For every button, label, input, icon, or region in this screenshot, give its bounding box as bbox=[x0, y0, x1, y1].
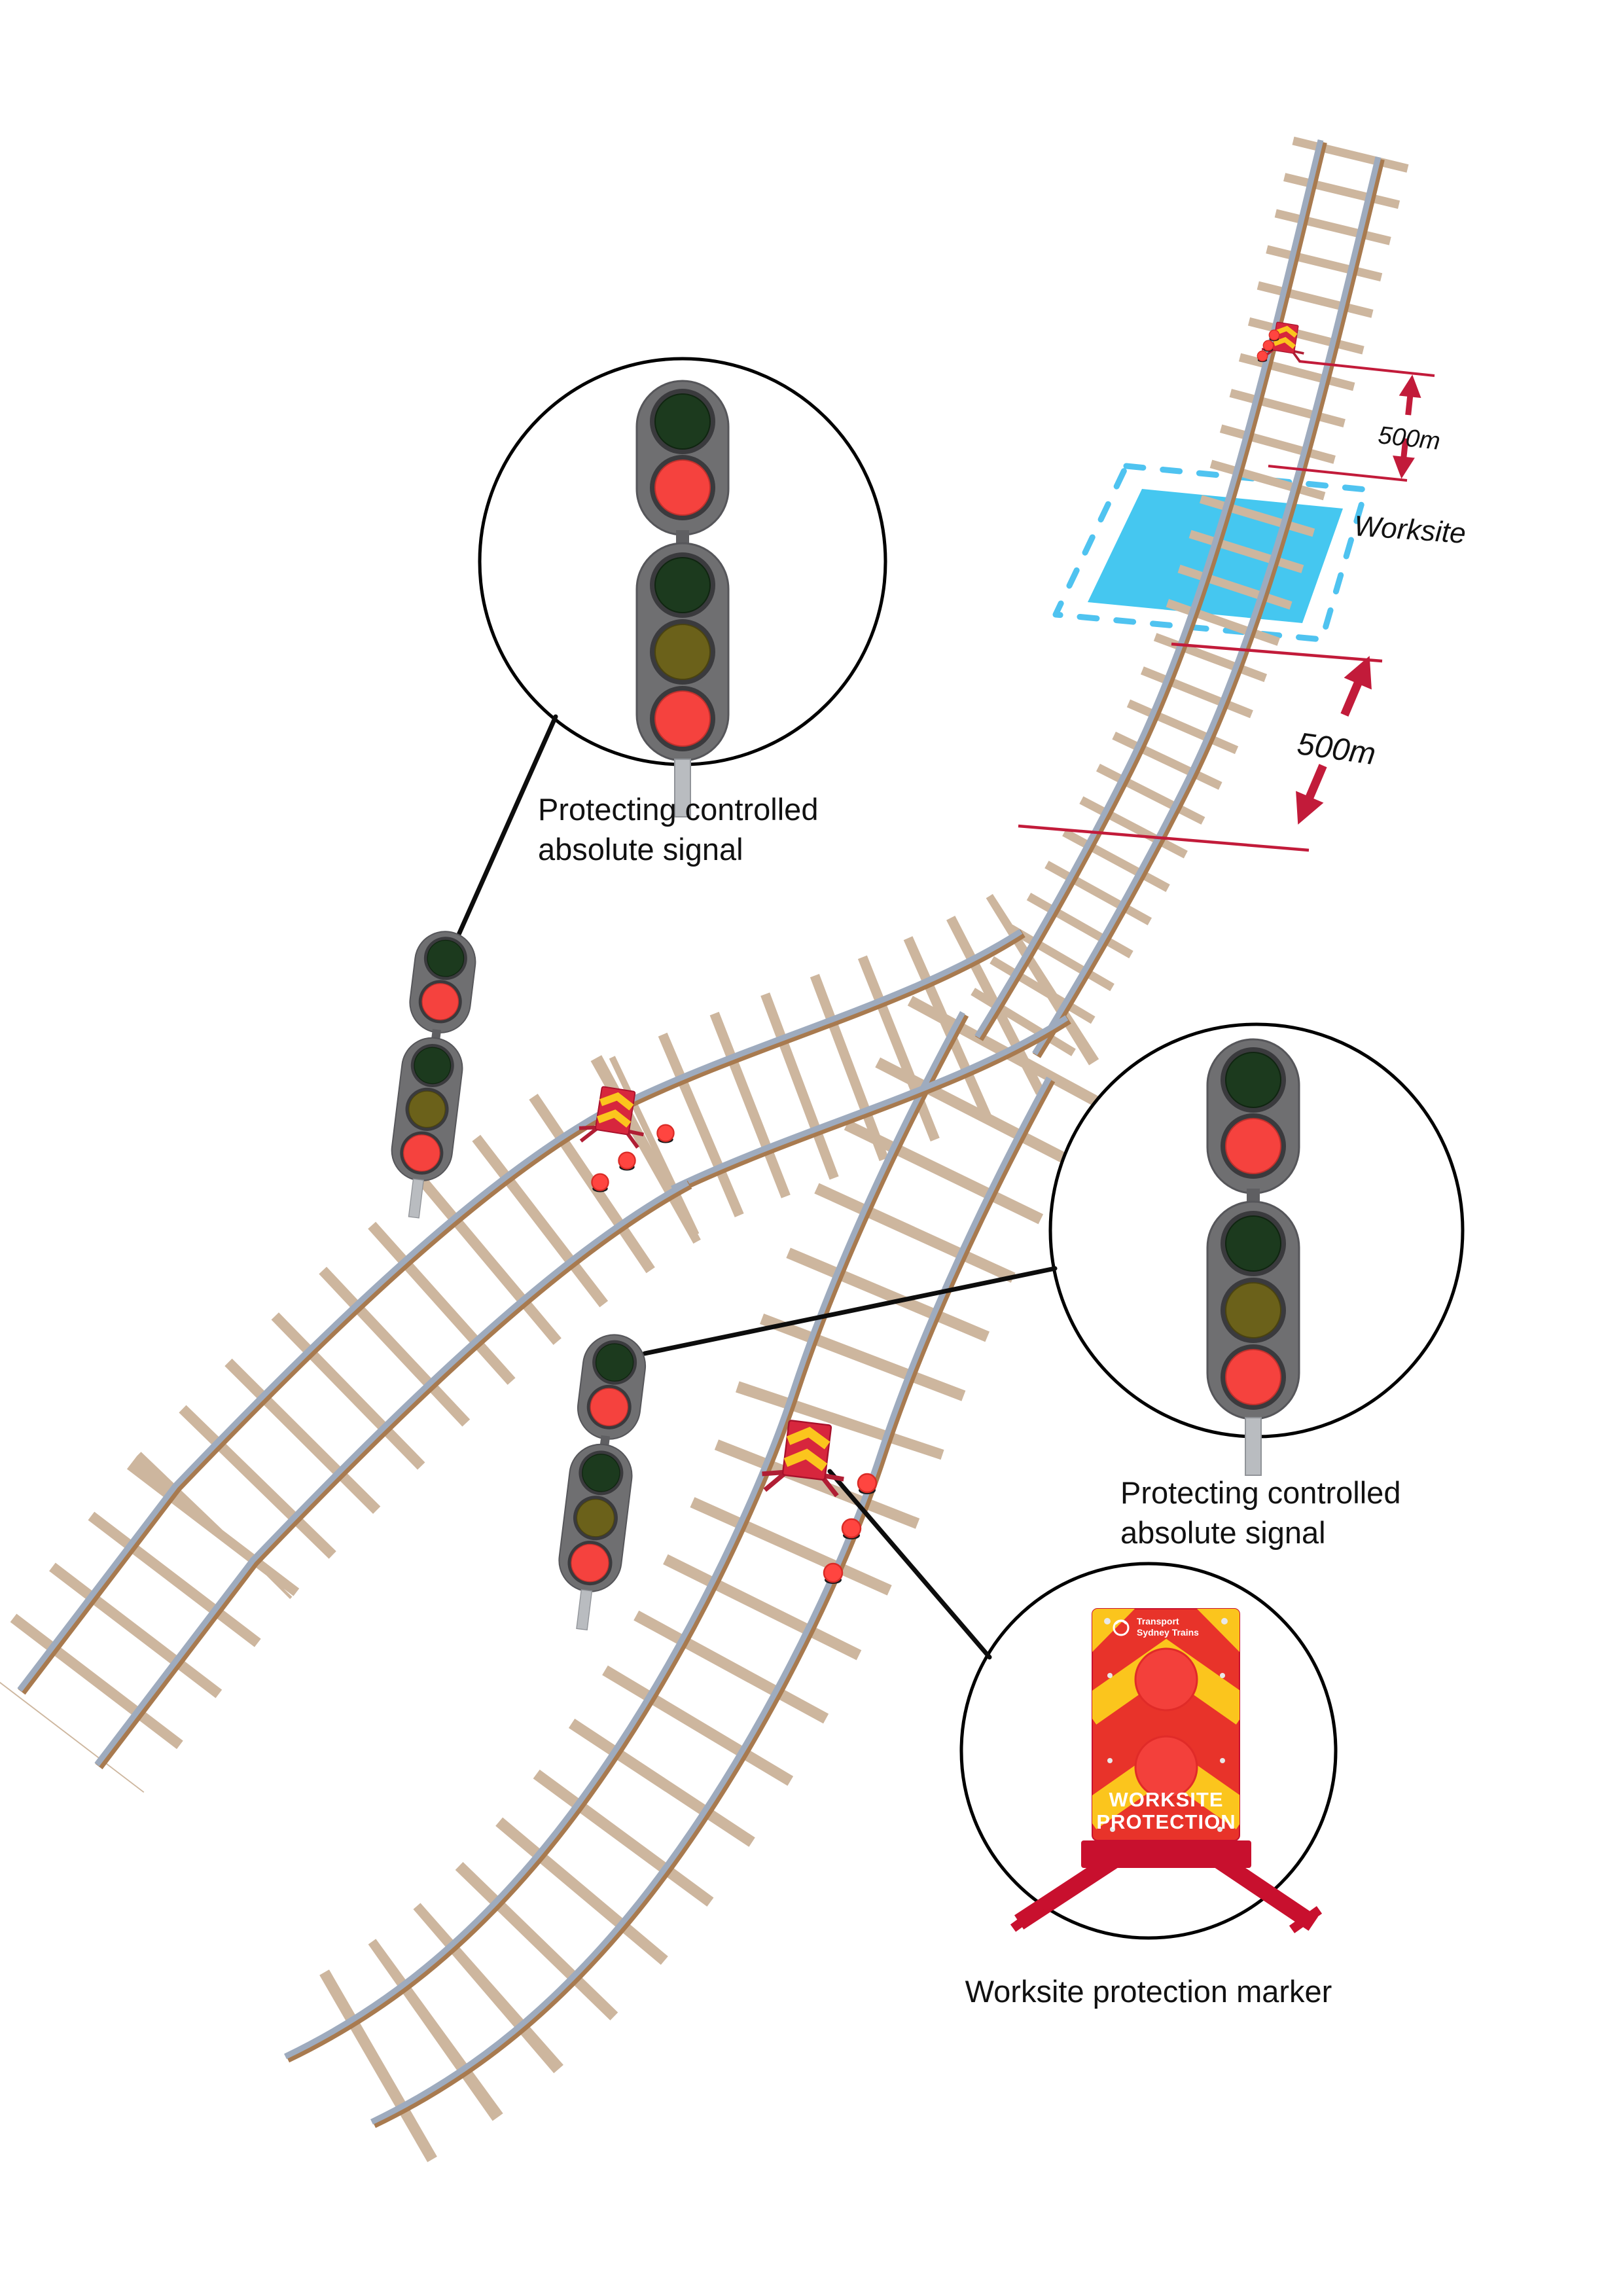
sleepers-branch-straight bbox=[60, 1147, 651, 1729]
dimension-500m-bottom bbox=[1018, 642, 1383, 852]
sleepers-main-bottom bbox=[330, 1047, 1008, 2091]
label-protecting-signal-2: Protecting controlled absolute signal bbox=[1120, 1475, 1401, 1551]
distance-top-label: 500m bbox=[1377, 422, 1442, 456]
sign-upper-light bbox=[1134, 1647, 1198, 1712]
sign-title-line1: WORKSITE bbox=[1109, 1788, 1223, 1811]
sign-bolts bbox=[1104, 1618, 1228, 1832]
worksite-protection-sign: Transport Sydney Trains WORKSITE PROTECT… bbox=[1010, 1608, 1323, 1933]
sign-lower-light bbox=[1134, 1735, 1198, 1799]
leader-line-signal-1 bbox=[455, 714, 558, 939]
distance-bottom-label: 500m bbox=[1295, 726, 1378, 772]
leader-line-signal-2 bbox=[642, 1266, 1058, 1356]
waratah-swoosh-icon bbox=[1115, 1620, 1128, 1625]
sign-stand-base bbox=[1081, 1840, 1251, 1868]
sign-title-line2: PROTECTION bbox=[1096, 1810, 1236, 1833]
leader-line-marker bbox=[827, 1469, 992, 1660]
trackside-signal-1 bbox=[383, 927, 480, 1222]
sign-brand-line1: Transport bbox=[1137, 1616, 1179, 1626]
trackside-signal-2 bbox=[550, 1330, 650, 1634]
label-worksite-marker: Worksite protection marker bbox=[965, 1974, 1332, 2009]
sign-brand-line2: Sydney Trains bbox=[1137, 1627, 1199, 1638]
label-protecting-signal-1: Protecting controlled absolute signal bbox=[538, 792, 819, 867]
worksite-label: Worksite bbox=[1353, 510, 1467, 550]
dimension-500m-top bbox=[1268, 360, 1435, 482]
